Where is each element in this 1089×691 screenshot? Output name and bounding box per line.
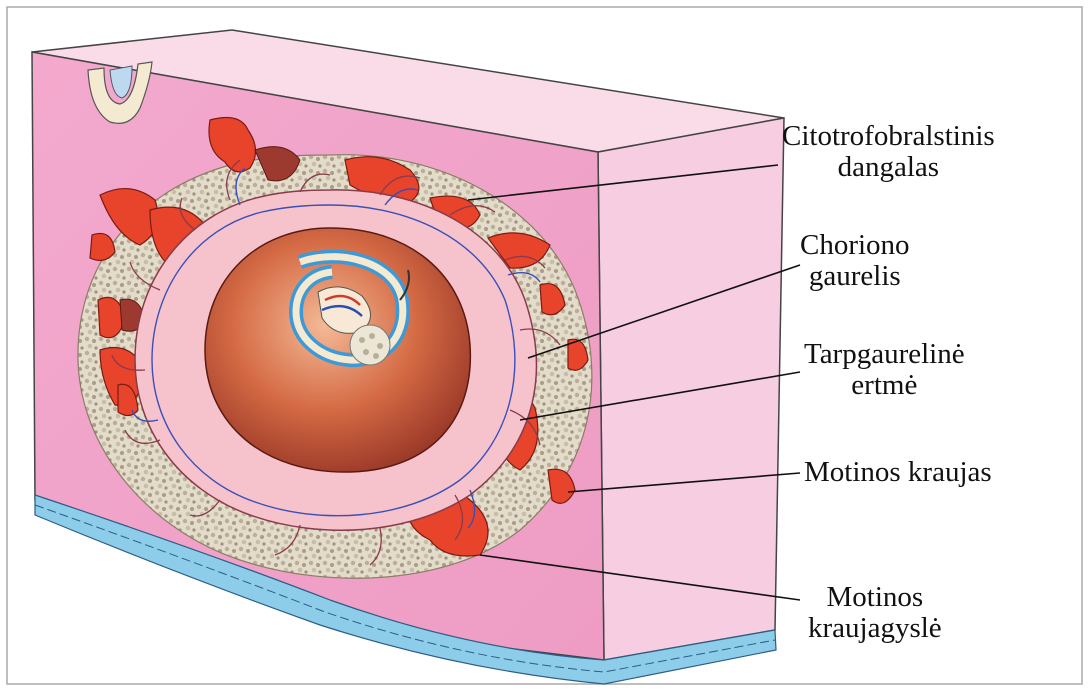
label-line: kraujagyslė <box>808 613 942 644</box>
chorionic-cavity <box>205 228 470 472</box>
label-maternal-blood: Motinos kraujas <box>804 457 992 488</box>
label-line: dangalas <box>782 152 995 183</box>
label-line: ertmė <box>804 370 965 401</box>
label-line: Motinos <box>808 582 942 613</box>
label-line: Citotrofobralstinis <box>782 121 995 152</box>
label-line: Choriono <box>800 230 910 261</box>
label-maternal-vessel: Motinos kraujagyslė <box>808 582 942 644</box>
tissue-side-face <box>598 118 784 660</box>
label-line: Motinos kraujas <box>804 457 992 488</box>
label-line: Tarpgaurelinė <box>804 339 965 370</box>
label-cytotrophoblast: Citotrofobralstinis dangalas <box>782 121 995 183</box>
label-intervillous-space: Tarpgaurelinė ertmė <box>804 339 965 401</box>
label-chorionic-villus: Choriono gaurelis <box>800 230 910 292</box>
label-line: gaurelis <box>800 261 910 292</box>
